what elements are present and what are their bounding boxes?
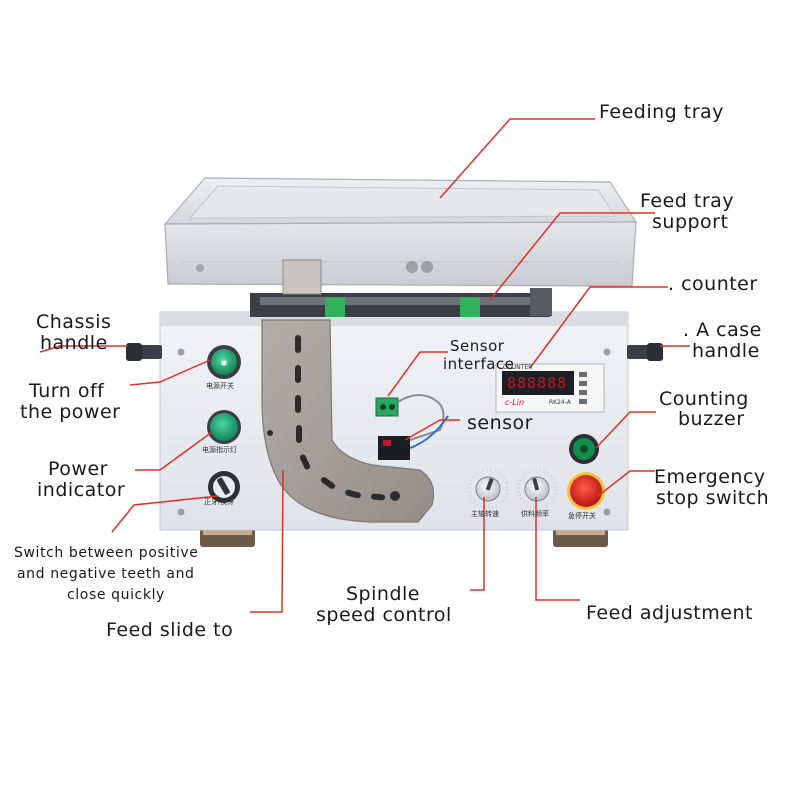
- leader-counting-buzzer: [595, 411, 656, 449]
- label-chassis-handle-line2: handle: [40, 332, 108, 354]
- spindle-knob-caption: 主轴转速: [471, 510, 499, 518]
- power-switch[interactable]: ✱: [207, 345, 241, 379]
- counter: [495, 363, 605, 413]
- leader-sensor: [404, 419, 460, 441]
- label-spindle-speed-line2: speed control: [316, 604, 452, 626]
- sensor: [378, 415, 449, 460]
- leader-emergency-stop: [597, 470, 655, 497]
- leader-sensor-interface: [387, 351, 448, 397]
- chassis-handle: [126, 343, 162, 361]
- label-sensor-interface-line1: Sensor: [450, 337, 505, 355]
- label-feed-adjustment: Feed adjustment: [586, 602, 753, 624]
- leader-spindle-speed: [470, 497, 485, 591]
- sensor-interface: [375, 394, 445, 441]
- feed-slide: [261, 319, 435, 523]
- label-feed-tray-support-line1: Feed tray: [640, 190, 735, 212]
- label-emergency-stop-line2: stop switch: [656, 487, 770, 509]
- label-power-indicator-line2: indicator: [37, 479, 126, 501]
- label-case-handle-line2: handle: [692, 340, 760, 362]
- leader-feed-tray-support: [489, 212, 655, 301]
- emergency-stop-switch[interactable]: [567, 472, 605, 510]
- case-handle: [627, 343, 663, 361]
- counter-digits-display: 888888: [507, 374, 568, 392]
- feed-adjustment-knob[interactable]: [516, 468, 558, 510]
- leader-feeding-tray: [439, 118, 595, 199]
- counter-model-text: RK24-A: [549, 399, 571, 406]
- direction-switch[interactable]: [208, 471, 240, 503]
- stop-switch-caption: 急停开关: [568, 512, 596, 520]
- label-sensor: sensor: [467, 412, 533, 434]
- label-feed-slide: Feed slide to: [106, 619, 234, 641]
- label-emergency-stop-line1: Emergency: [654, 466, 766, 488]
- power-switch-caption: 电源开关: [206, 382, 234, 390]
- leader-lines: [39, 118, 690, 613]
- feed-knob-caption: 供料频率: [521, 510, 549, 518]
- leader-counter: [529, 286, 668, 369]
- label-feed-tray-support-line2: support: [652, 211, 729, 233]
- leader-feed-slide: [250, 469, 284, 613]
- label-switch-teeth-line2: and negative teeth and: [17, 566, 195, 582]
- label-sensor-interface-line2: interface: [443, 355, 515, 373]
- label-switch-teeth-line3: close quickly: [67, 587, 165, 603]
- counter-header-text: COUNTER: [503, 364, 533, 371]
- label-chassis-handle-line1: Chassis: [36, 311, 112, 333]
- label-case-handle-line1: . A case: [683, 319, 762, 341]
- counter-brand-logo: c-Lin: [505, 398, 525, 407]
- leader-feed-adjustment: [535, 497, 580, 601]
- label-counting-buzzer-line1: Counting: [659, 388, 749, 410]
- label-spindle-speed-line1: Spindle: [346, 583, 420, 605]
- direction-switch-caption: 正牙/反牙: [204, 498, 235, 506]
- feed-tray-support: [250, 288, 552, 317]
- label-switch-teeth-line1: Switch between positive: [14, 545, 199, 561]
- label-feeding-tray: Feeding tray: [599, 101, 724, 123]
- leader-switch-teeth: [111, 495, 219, 533]
- feeding-tray: [163, 177, 638, 295]
- leader-chassis-handle: [39, 345, 128, 353]
- power-lamp-caption: 电源指示灯: [202, 446, 237, 454]
- label-turn-off-power-line1: Turn off: [29, 380, 105, 402]
- counting-buzzer: [569, 434, 599, 464]
- label-counting-buzzer-line2: buzzer: [678, 408, 745, 430]
- power-indicator-lamp: [207, 410, 241, 444]
- leader-turn-off-power: [129, 359, 211, 386]
- label-turn-off-power-line2: the power: [20, 401, 121, 423]
- spindle-speed-knob[interactable]: [467, 468, 509, 510]
- label-power-indicator-line1: Power: [48, 458, 108, 480]
- leader-power-indicator: [135, 431, 213, 471]
- svg-text:✱: ✱: [220, 359, 228, 369]
- label-counter: . counter: [668, 273, 758, 295]
